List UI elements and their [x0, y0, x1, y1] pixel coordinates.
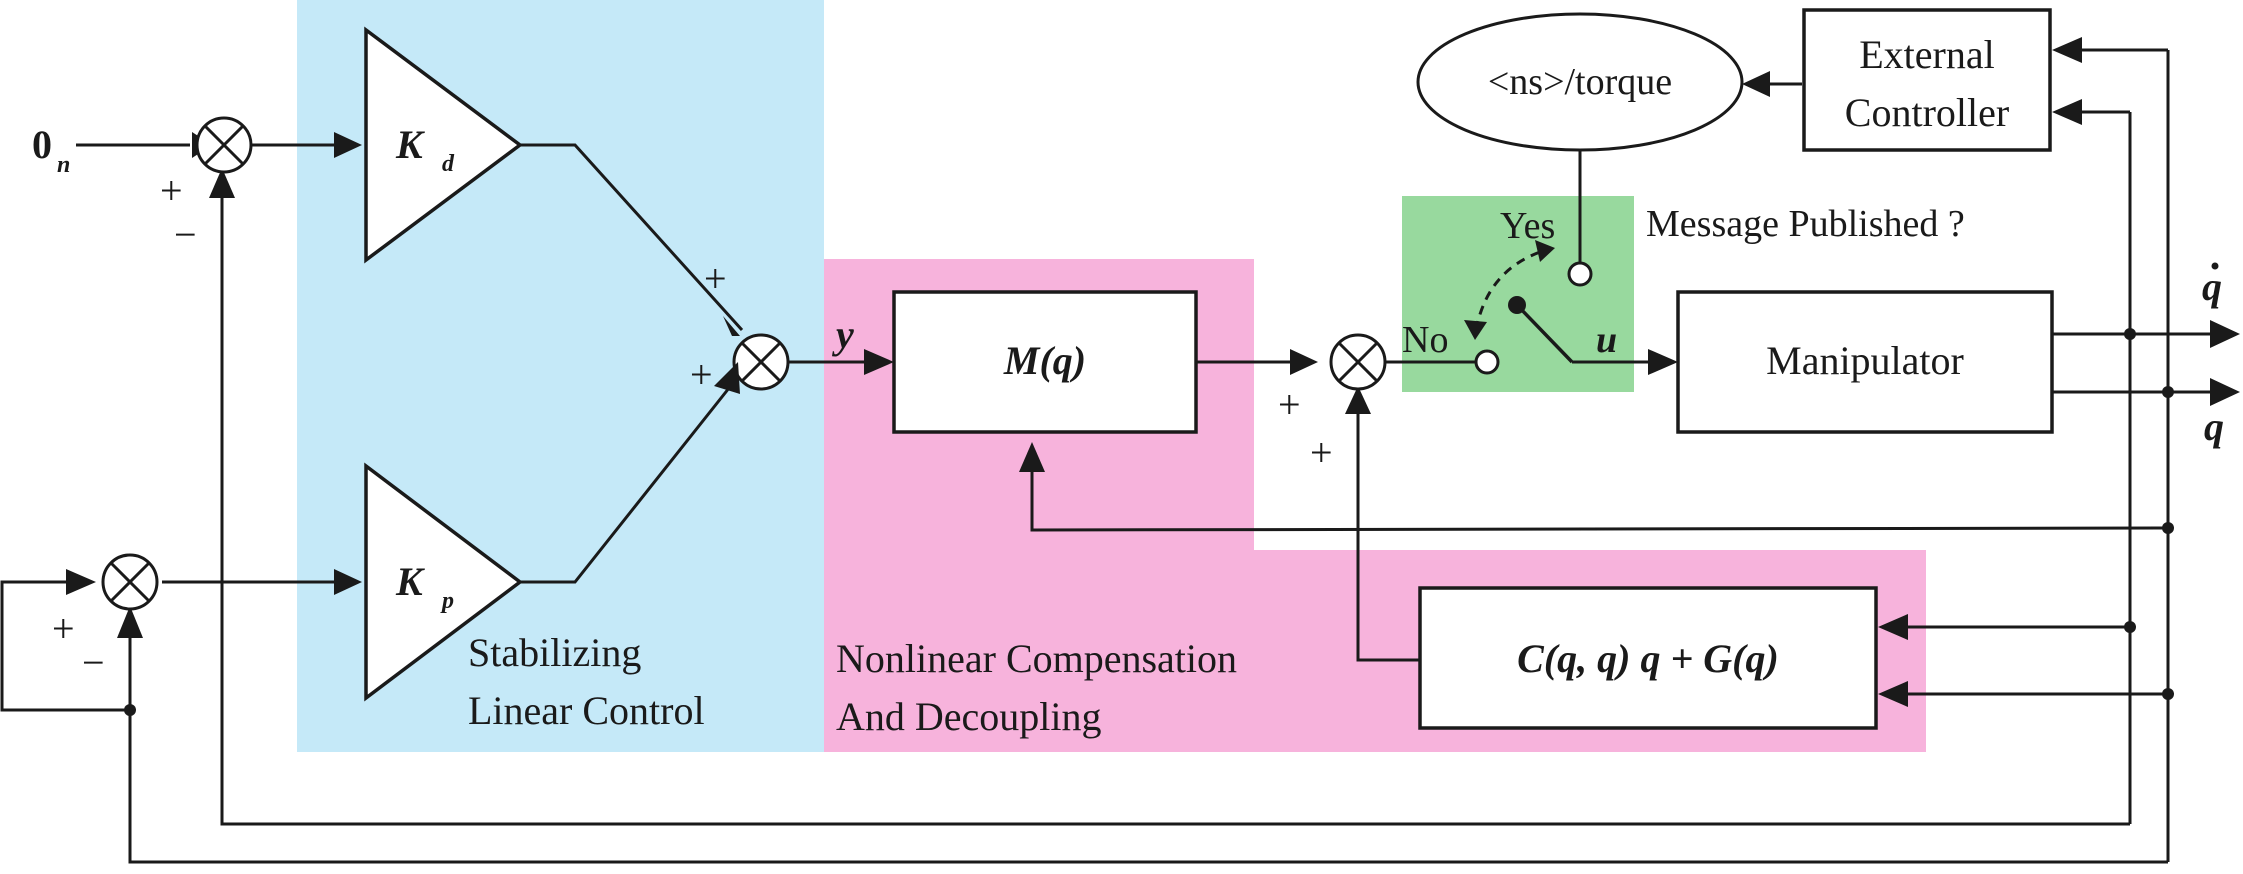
switch-no-contact	[1474, 349, 1500, 375]
signal-u: u	[1596, 319, 1617, 361]
junction-dot	[2162, 688, 2174, 700]
stabilizing-label-line1: Stabilizing	[468, 630, 641, 675]
sign-plus-3a: +	[704, 256, 727, 301]
switch-yes-contact	[1567, 261, 1593, 287]
sign-minus-2: −	[82, 640, 105, 685]
svg-text:K: K	[395, 122, 425, 167]
arc-arrow-down	[1464, 320, 1487, 340]
junction-dot	[2162, 386, 2174, 398]
switch-yes-label: Yes	[1500, 205, 1555, 247]
external-controller-block: External Controller	[1802, 8, 2052, 152]
svg-text:M(q): M(q)	[1003, 338, 1086, 383]
svg-text:K: K	[395, 559, 425, 604]
input-zero: 0	[32, 122, 52, 167]
kd-gain-block: K d	[364, 26, 523, 264]
junction-dot	[124, 704, 136, 716]
sign-plus-3b: +	[690, 352, 713, 397]
junction-dot	[2162, 522, 2174, 534]
switch-dashed-arc	[1474, 248, 1547, 331]
sign-plus-4a: +	[1278, 382, 1301, 427]
message-published-label: Message Published ?	[1646, 203, 1965, 245]
mass-matrix-block: M(q)	[892, 290, 1198, 434]
coriolis-gravity-block: C(q, q) q + G(q)	[1418, 586, 1878, 730]
svg-text:Manipulator: Manipulator	[1766, 338, 1964, 383]
qdot-dot	[2211, 262, 2219, 270]
sum-junction-2	[101, 553, 159, 611]
compensation-label-line1: Nonlinear Compensation	[836, 636, 1237, 681]
signal-y: y	[832, 312, 854, 357]
sign-plus-1: +	[160, 168, 183, 213]
sign-plus-2: +	[52, 606, 75, 651]
junction-dot	[2124, 621, 2136, 633]
junction-dot	[2124, 328, 2136, 340]
switch-region	[1402, 196, 1634, 392]
svg-text:Controller: Controller	[1845, 90, 2009, 135]
svg-text:p: p	[440, 588, 454, 614]
compensation-label-line2: And Decoupling	[836, 694, 1102, 739]
sum-junction-3	[732, 333, 790, 391]
svg-text:d: d	[442, 151, 455, 177]
sum-junction-1	[195, 116, 253, 174]
svg-text:<ns>/torque: <ns>/torque	[1488, 61, 1672, 103]
switch-pivot	[1508, 296, 1526, 314]
stabilizing-label-line2: Linear Control	[468, 688, 705, 733]
sign-minus-1: −	[174, 212, 197, 257]
output-q: q	[2204, 404, 2224, 449]
switch-no-label: No	[1402, 319, 1448, 361]
svg-text:External: External	[1859, 32, 1995, 77]
kp-gain-block: K p	[364, 462, 523, 702]
manipulator-block: Manipulator	[1676, 290, 2054, 434]
torque-topic-ellipse: <ns>/torque	[1416, 12, 1744, 152]
arc-arrow-up	[1535, 240, 1555, 262]
sum-junction-4	[1329, 333, 1387, 391]
svg-text:C(q, q) q + G(q): C(q, q) q + G(q)	[1517, 636, 1779, 681]
output-qdot: q	[2202, 264, 2222, 309]
input-zero-sub: n	[57, 152, 70, 178]
sign-plus-4b: +	[1310, 430, 1333, 475]
